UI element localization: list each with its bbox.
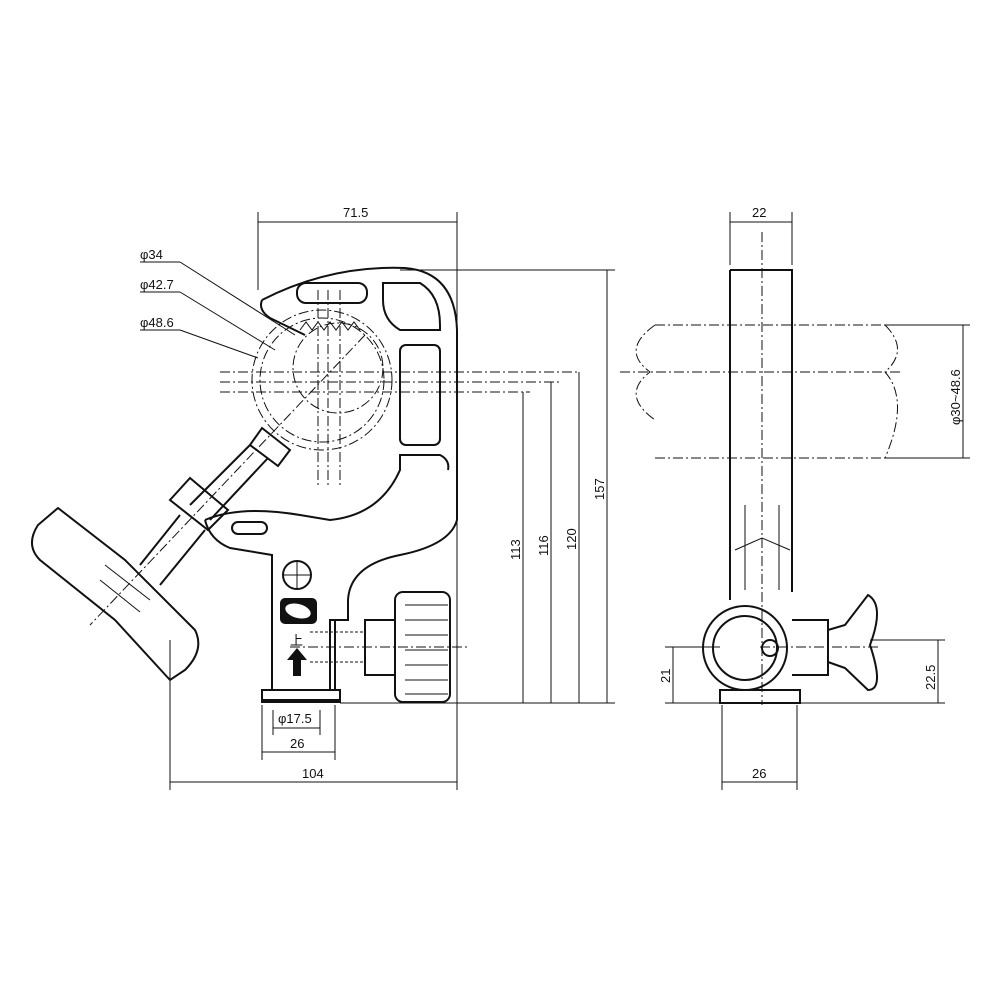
dim-dia-34: φ34 [140,247,163,262]
clamp-body-outline [261,266,458,701]
base-stem [204,519,273,690]
base-plate [261,690,341,703]
window-middle [399,344,441,446]
dim-height-120: 120 [564,528,579,550]
dim-total-width: 104 [302,766,324,781]
side-dim-22-5: 22.5 [923,665,938,690]
front-view: 上 71.5 φ34 φ42.7 φ48.6 113 116 120 157 φ… [31,205,615,790]
side-dim-top-width: 22 [752,205,766,220]
dim-dia-48-6: φ48.6 [140,315,174,330]
side-dim-21: 21 [658,669,673,683]
marking-up: 上 [290,633,303,648]
dim-height-113: 113 [508,539,523,560]
pipe-outline [635,324,898,459]
serrated-jaw [299,321,361,331]
slot-lower [231,521,268,535]
pipe-circle-48 [251,309,393,451]
dim-base-width: 26 [290,736,304,751]
wing-nut [792,593,878,692]
window-top-right [382,282,441,331]
side-view: 22 φ30~48.6 21 22.5 26 [620,205,970,790]
dim-height-157: 157 [592,478,607,500]
side-knob [702,605,788,691]
pipe-circle-34 [292,322,384,414]
side-dim-pipe-range: φ30~48.6 [948,369,963,425]
t-handle-bolt [31,426,292,682]
knob [290,591,470,703]
up-arrow-icon [287,648,307,676]
inner-arc [204,454,450,522]
clamp-jaw [260,299,306,336]
side-body [729,269,793,600]
dim-height-116: 116 [536,535,551,556]
side-dim-base-width: 26 [752,766,766,781]
dim-dia-42-7: φ42.7 [140,277,174,292]
pipe-circle-42 [259,317,385,443]
dim-width-top: 71.5 [343,205,368,220]
slot-top [296,282,368,304]
dim-dia-17-5: φ17.5 [278,711,312,726]
